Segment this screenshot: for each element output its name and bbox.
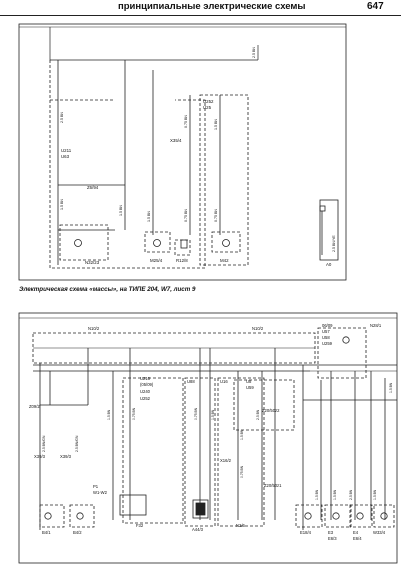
wire-label-b11: 1.5 BN xyxy=(333,489,337,500)
label-05-09: (05/09) xyxy=(140,382,154,387)
label-p1: P1 xyxy=(93,484,99,489)
label-u252: U252 xyxy=(140,396,151,401)
wire-label-8: 0.75 BN xyxy=(214,209,218,222)
label-u58: U58 xyxy=(322,335,330,340)
wire-label-b10: 1.5 BN xyxy=(315,489,319,500)
label-u211: U211 xyxy=(61,148,72,153)
wire-label-b9: 0.75 BN xyxy=(240,465,244,478)
label-z09-2: Z09/2 xyxy=(29,404,40,409)
header-rule xyxy=(0,15,401,16)
component-a44-3: A44/3 xyxy=(192,527,204,532)
top-labels: U211 U63 Z6/94 X35/4 U252 U25 2.5 BN 1.5… xyxy=(60,47,336,267)
component-b4-2: B4/2 xyxy=(73,530,82,535)
label-w1-w2: W1-W2 xyxy=(93,490,108,495)
header-title: принципиальные электрические схемы xyxy=(118,1,306,12)
label-u88: U88 xyxy=(187,379,195,384)
component-e4: E4 xyxy=(353,530,359,535)
component-n2-6: N2/6 xyxy=(236,523,246,528)
label-u8: U8 xyxy=(246,379,252,384)
wire-label-5: 1.5 BN xyxy=(119,205,123,216)
label-u57: U57 xyxy=(322,329,330,334)
component-w33-4: W33/4 xyxy=(373,530,386,535)
component-n32-23: N32/23 xyxy=(85,260,100,265)
wire-label-b6: 1.5 BN xyxy=(211,409,215,420)
top-frame xyxy=(18,23,347,281)
wire-label-b8: 2.5 BN xyxy=(256,409,260,420)
wire-label-b7: 1.5 BN xyxy=(240,429,244,440)
wire-label-2: 1.5 BN xyxy=(147,211,151,222)
label-u16: U16 xyxy=(220,379,228,384)
top-diagram xyxy=(18,23,347,281)
label-u252: U252 xyxy=(203,99,214,104)
label-u216: U216 xyxy=(140,376,151,381)
bottom-diagram xyxy=(18,312,398,564)
wire-label-10: 1.5 BN xyxy=(60,199,64,210)
wire-label-3: 0.75 BN xyxy=(184,115,188,128)
wire-label-9: 2.5 BN xyxy=(252,47,256,58)
component-e6-4: E6/4 xyxy=(353,536,362,541)
wire-label-b4: 0.75 BN xyxy=(132,407,136,420)
label-n28-1: N28/1 xyxy=(370,323,382,328)
label-06-09: 06/09 xyxy=(322,323,333,328)
component-e3: E3 xyxy=(328,530,334,535)
wire-label-b3: 1.5 BN xyxy=(107,409,111,420)
page-number: 647 xyxy=(367,1,384,12)
label-n10-2-a: N10/2 xyxy=(88,326,100,331)
page-header: принципиальные электрические схемы 647 xyxy=(0,0,401,17)
label-n10-2-b: N10/2 xyxy=(252,326,264,331)
label-u240: U240 xyxy=(140,389,151,394)
label-x39-3-a: X39/3 xyxy=(34,454,46,459)
wire-label-1: 2.5 BN xyxy=(60,112,64,123)
label-x39-3-b: X39/3 xyxy=(60,454,72,459)
wire-label-7: 1.5 BN xyxy=(214,119,218,130)
label-u25: U25 xyxy=(203,105,212,110)
wire-label-b1: 2.5 BN/GN xyxy=(42,435,46,452)
label-u63: U63 xyxy=(61,154,70,159)
label-x16-2: X16/2 xyxy=(220,458,232,463)
component-e6-3: E6/3 xyxy=(328,536,337,541)
wire-label-6: 0.75 BN xyxy=(184,209,188,222)
component-a0: A0 xyxy=(326,262,332,267)
wire-label-b12: 2.5 BN xyxy=(349,489,353,500)
component-m25-4: M25/4 xyxy=(150,258,163,263)
wire-label-b13: 1.5 BN xyxy=(373,489,377,500)
wire-label-4: 2.5 BN/YE xyxy=(332,235,336,252)
label-u59: U59 xyxy=(246,385,254,390)
component-m42: M42 xyxy=(220,258,229,263)
label-x35-4: X35/4 xyxy=(170,138,182,143)
wire-label-b2: 2.5 BN/GN xyxy=(75,435,79,452)
diagram-caption: Электрическая схема «массы», на ТИПЕ 204… xyxy=(19,286,196,293)
label-u259: U259 xyxy=(322,341,333,346)
label-z6-94: Z6/94 xyxy=(87,185,99,190)
label-z20-50z1: Z20/50z1 xyxy=(264,483,282,488)
component-r12-8: R12/8 xyxy=(176,258,188,263)
bottom-labels: N10/2 N10/2 Z09/2 X39/3 X39/3 U216 (05/0… xyxy=(29,323,393,541)
wire-label-b5: 0.75 BN xyxy=(194,407,198,420)
component-b4-1: B4/1 xyxy=(42,530,51,535)
bottom-frame xyxy=(18,312,398,564)
label-z20-50z2: Z20/50z2 xyxy=(262,408,280,413)
component-e18-4: E18/4 xyxy=(300,530,312,535)
component-f32: F32 xyxy=(136,523,144,528)
wire-label-b14: 1.5 BN xyxy=(389,382,393,393)
